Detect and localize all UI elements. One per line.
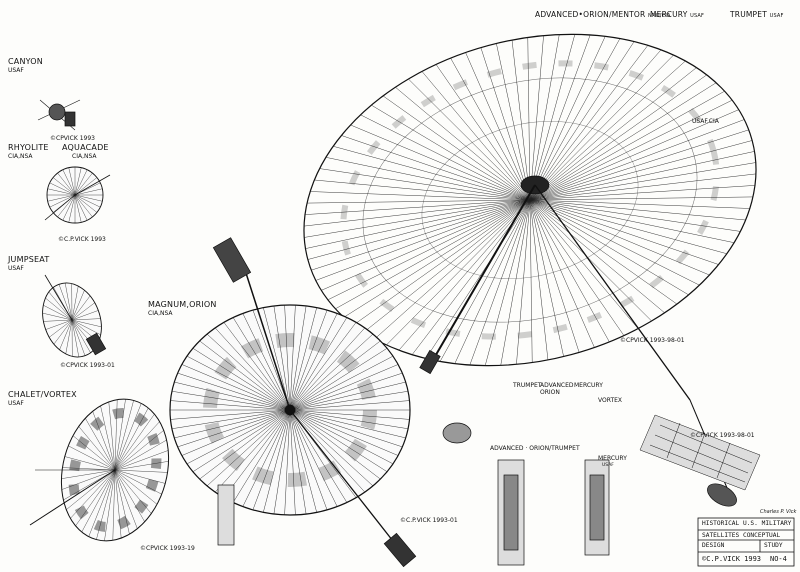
trumpet-title: TRUMPET USAF (730, 10, 784, 19)
chalet-credit: ©CPVICK 1993-19 (140, 545, 195, 552)
mercury-title: MERCURY USAF (650, 10, 705, 19)
jumpseat-credit: ©CPVICK 1993-01 (60, 362, 115, 369)
signature: Charles P. Vick (760, 509, 797, 515)
jumpseat-agency: USAF (8, 265, 24, 272)
tb-sheet-no: NO-4 (770, 555, 787, 563)
side-views (217, 422, 610, 566)
magnum-credit: ©C.P.VICK 1993-01 (400, 517, 458, 524)
canyon-agency: USAF (8, 67, 24, 74)
main-solar-array (639, 414, 761, 491)
chalet-name: CHALET/VORTEX (8, 390, 77, 399)
vortex-mid-label: VORTEX (598, 397, 623, 404)
aquacade-agency: CIA,NSA (72, 153, 97, 160)
magnum-agency: CIA,NSA (148, 310, 173, 317)
header-subtitle: USAF.CIA (692, 118, 719, 125)
tb-line3-left: DESIGN (702, 542, 725, 549)
tb-line4: ©C.P.VICK 1993 (702, 555, 762, 563)
canyon-craft (37, 99, 81, 131)
main-credit-2: ©CPVICK 1993-98-01 (690, 432, 755, 439)
rhyolite-name: RHYOLITE (8, 143, 49, 152)
title-block (697, 517, 795, 567)
canyon-credit: ©CPVICK 1993 (50, 135, 95, 142)
rhyolite-credit: ©C.P.VICK 1993 (58, 236, 106, 243)
chalet-agency: USAF (8, 400, 24, 407)
trumpet-mid-label: TRUMPET (513, 382, 542, 389)
canyon-name: CANYON (8, 57, 43, 66)
mercury-mid-label: MERCURY (574, 382, 603, 389)
mercury-small-agency: USAF (602, 463, 614, 468)
magnum-name: MAGNUM,ORION (148, 300, 217, 309)
tb-line2: SATELLITES CONCEPTUAL (702, 532, 781, 539)
main-antenna-dish (303, 33, 757, 367)
adv-orion-mid-label: ADVANCED ORION (540, 382, 574, 396)
jumpseat-name: JUMPSEAT (8, 255, 50, 264)
tb-line1: HISTORICAL U.S. MILITARY (702, 520, 792, 527)
aquacade-name: AQUACADE (62, 143, 109, 152)
main-credit: ©CPVICK 1993-98-01 (620, 337, 685, 344)
tb-line3-right: STUDY (764, 542, 783, 549)
adv-orion-trumpet-label: ADVANCED · ORION/TRUMPET (490, 445, 580, 452)
mercury-small-label: MERCURY (598, 455, 627, 462)
rhyolite-agency: CIA,NSA (8, 153, 33, 160)
main-title: ADVANCED•ORION/MENTOR NRO/CIA (535, 10, 671, 19)
